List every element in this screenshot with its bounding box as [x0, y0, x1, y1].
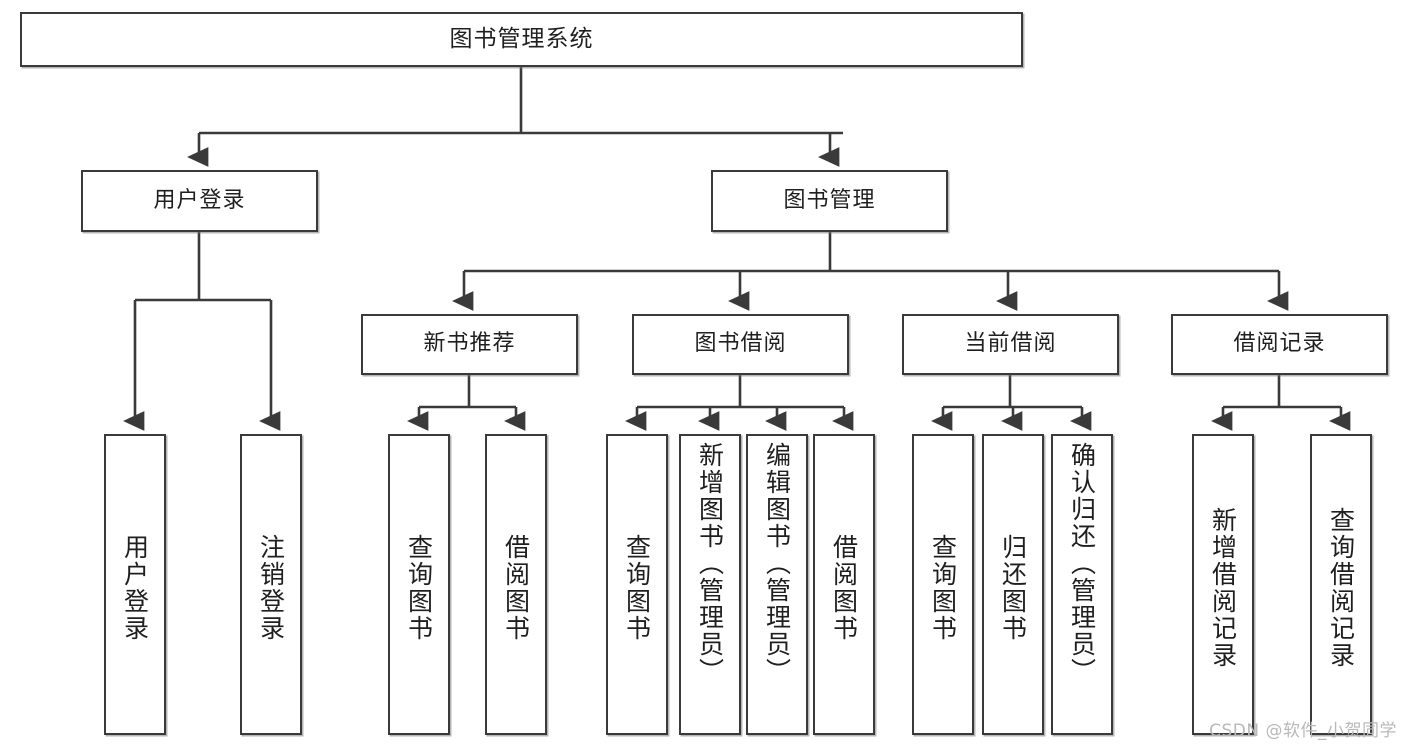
node-current-borrow-label: 当前借阅 — [964, 331, 1057, 357]
node-user-login-label: 用户登录 — [153, 187, 246, 213]
node-leaf-borrow-book-2-label: 借阅图书 — [829, 533, 859, 642]
node-leaf-add-book[interactable]: 新增图书（管理员） — [679, 434, 741, 735]
node-leaf-user-login-label: 用户登录 — [120, 533, 150, 642]
node-leaf-query-record[interactable]: 查询借阅记录 — [1310, 434, 1372, 735]
node-leaf-query-book-2[interactable]: 查询图书 — [606, 434, 668, 735]
node-leaf-borrow-book-1[interactable]: 借阅图书 — [485, 434, 547, 735]
node-root[interactable]: 图书管理系统 — [20, 12, 1023, 67]
node-leaf-add-book-label: 新增图书（管理员） — [695, 442, 725, 685]
node-leaf-logout[interactable]: 注销登录 — [240, 434, 302, 735]
node-leaf-return-book[interactable]: 归还图书 — [982, 434, 1044, 735]
node-user-login[interactable]: 用户登录 — [81, 170, 318, 232]
node-new-book-rec-label: 新书推荐 — [423, 331, 516, 357]
node-borrow-record[interactable]: 借阅记录 — [1171, 314, 1388, 375]
node-leaf-user-login[interactable]: 用户登录 — [104, 434, 166, 735]
node-book-borrow[interactable]: 图书借阅 — [632, 314, 849, 375]
node-leaf-confirm-return-label: 确认归还（管理员） — [1067, 442, 1097, 685]
node-leaf-query-book-2-label: 查询图书 — [622, 533, 652, 642]
node-new-book-rec[interactable]: 新书推荐 — [361, 314, 578, 375]
node-leaf-add-record-label: 新增借阅记录 — [1208, 506, 1238, 669]
node-current-borrow[interactable]: 当前借阅 — [902, 314, 1119, 375]
node-leaf-borrow-book-1-label: 借阅图书 — [501, 533, 531, 642]
node-leaf-query-record-label: 查询借阅记录 — [1326, 506, 1356, 669]
node-leaf-query-book-3[interactable]: 查询图书 — [912, 434, 974, 735]
node-book-manage[interactable]: 图书管理 — [711, 170, 948, 232]
node-leaf-return-book-label: 归还图书 — [998, 533, 1028, 642]
node-leaf-confirm-return[interactable]: 确认归还（管理员） — [1051, 434, 1113, 735]
node-leaf-logout-label: 注销登录 — [256, 533, 286, 642]
watermark: CSDN @软件_小贺同学 — [1209, 721, 1397, 741]
node-leaf-query-book-1[interactable]: 查询图书 — [388, 434, 450, 735]
node-book-manage-label: 图书管理 — [783, 187, 876, 213]
node-borrow-record-label: 借阅记录 — [1233, 331, 1326, 357]
node-book-borrow-label: 图书借阅 — [694, 331, 787, 357]
node-leaf-query-book-3-label: 查询图书 — [928, 533, 958, 642]
node-root-label: 图书管理系统 — [449, 25, 594, 52]
node-leaf-edit-book-label: 编辑图书（管理员） — [762, 442, 792, 685]
node-leaf-borrow-book-2[interactable]: 借阅图书 — [813, 434, 875, 735]
node-leaf-add-record[interactable]: 新增借阅记录 — [1192, 434, 1254, 735]
node-leaf-query-book-1-label: 查询图书 — [404, 533, 434, 642]
node-leaf-edit-book[interactable]: 编辑图书（管理员） — [746, 434, 808, 735]
